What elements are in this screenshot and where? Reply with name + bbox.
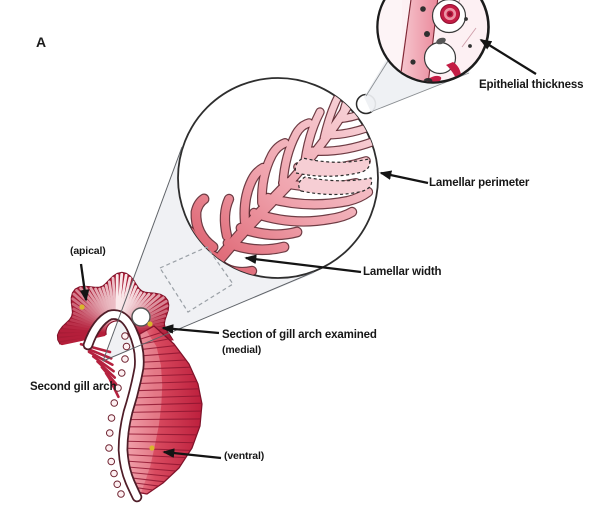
sample-point-marker xyxy=(149,445,155,451)
annotation-arrows xyxy=(79,39,537,460)
label-second-gill-arch: Second gill arch xyxy=(30,381,117,393)
sample-point-marker xyxy=(147,321,153,327)
cone-edge-line xyxy=(365,60,389,97)
label-section-examined: Section of gill arch examined xyxy=(222,329,377,341)
second-gill-arch xyxy=(56,271,203,503)
lamellar-perimeter-dashed-outline xyxy=(294,157,371,177)
label-ventral: (ventral) xyxy=(224,450,265,462)
arrow-section-examined xyxy=(161,324,220,335)
label-medial: (medial) xyxy=(222,344,262,356)
epithelium-cells xyxy=(378,0,477,82)
label-lamellar-width: Lamellar width xyxy=(363,266,442,278)
epithelium-magnifier-circle xyxy=(376,0,490,84)
label-epithelial-thickness: Epithelial thickness xyxy=(479,79,584,91)
arrow-epithelial-thickness xyxy=(479,39,537,75)
cone-edge-line xyxy=(102,146,183,362)
label-apical: (apical) xyxy=(70,245,106,257)
panel-label: A xyxy=(36,34,47,50)
cone-edge-line xyxy=(102,271,315,362)
arch-section-marker-circle xyxy=(131,307,151,327)
lamellar-perimeter-dashed-outline-2 xyxy=(298,176,373,196)
arrow-lamellar-width xyxy=(244,254,362,274)
filament-magnifier-circle xyxy=(177,77,379,279)
arrow-apical xyxy=(79,263,90,302)
arrow-lamellar-perimeter xyxy=(379,170,429,185)
sample-point-marker xyxy=(79,304,85,310)
arrow-ventral xyxy=(162,448,222,460)
label-lamellar-perimeter: Lamellar perimeter xyxy=(429,177,530,189)
